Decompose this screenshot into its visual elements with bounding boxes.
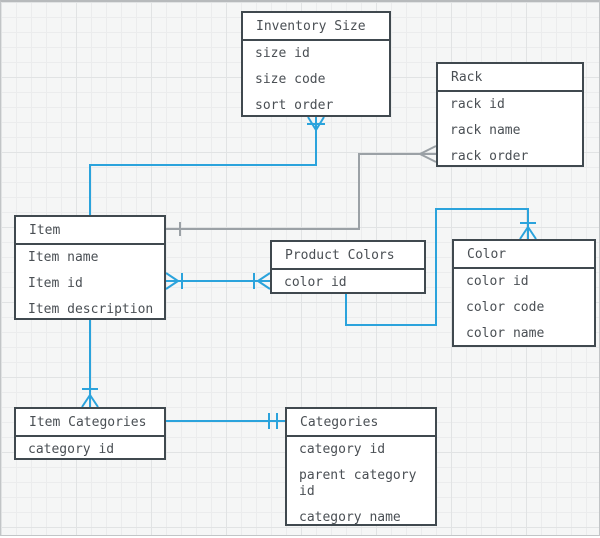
entity-inventory-size[interactable]: Inventory Size size id size code sort or… [241, 11, 391, 117]
entity-field: Item name [28, 250, 99, 265]
entity-title: Item [16, 217, 164, 245]
crowsfoot-bar-icon [81, 388, 99, 408]
connector-itemcategories-categories[interactable] [166, 413, 285, 429]
entity-field: category name [299, 510, 401, 525]
entity-field: size id [255, 46, 310, 61]
entity-item[interactable]: Item Item name Item id Item description [14, 215, 166, 320]
entity-field: parent category id [299, 468, 417, 499]
entity-title: Rack [438, 64, 582, 92]
crowsfoot-bar-icon [307, 116, 325, 131]
crowsfoot-bar-icon [519, 222, 537, 240]
entity-field: color code [466, 300, 545, 315]
connector-inventorysize-item[interactable] [89, 116, 325, 215]
entity-field: category id [299, 442, 386, 457]
entity-item-categories[interactable]: Item Categories category id [14, 407, 166, 460]
crowsfoot-bar-icon [253, 272, 271, 290]
entity-field: Item description [28, 302, 154, 317]
crowsfoot-bar-icon [165, 272, 183, 290]
entity-title: Categories [287, 409, 435, 437]
double-bar-icon [268, 413, 278, 429]
entity-field: sort order [255, 98, 334, 113]
entity-field: rack id [450, 97, 505, 112]
entity-field: color id [284, 275, 347, 290]
entity-field: rack order [450, 149, 529, 164]
connector-productcolors-color[interactable] [345, 208, 537, 326]
entity-title: Product Colors [272, 242, 424, 270]
crowsfoot-icon [419, 145, 437, 163]
entity-title: Item Categories [16, 409, 164, 437]
entity-field: color id [466, 274, 529, 289]
entity-product-colors[interactable]: Product Colors color id [270, 240, 426, 294]
connector-item-itemcategories[interactable] [81, 320, 99, 408]
connector-item-rack[interactable] [166, 145, 437, 236]
entity-title: Color [454, 241, 594, 269]
entity-title: Inventory Size [243, 13, 389, 41]
entity-field: category id [28, 442, 115, 457]
entity-field: Item id [28, 276, 83, 291]
entity-rack[interactable]: Rack rack id rack name rack order [436, 62, 584, 167]
entity-field: size code [255, 72, 326, 87]
entity-categories[interactable]: Categories category id parent category i… [285, 407, 437, 526]
entity-color[interactable]: Color color id color code color name [452, 239, 596, 347]
connector-item-productcolors[interactable] [165, 272, 271, 290]
entity-field: color name [466, 326, 545, 341]
entity-field: rack name [450, 123, 521, 138]
